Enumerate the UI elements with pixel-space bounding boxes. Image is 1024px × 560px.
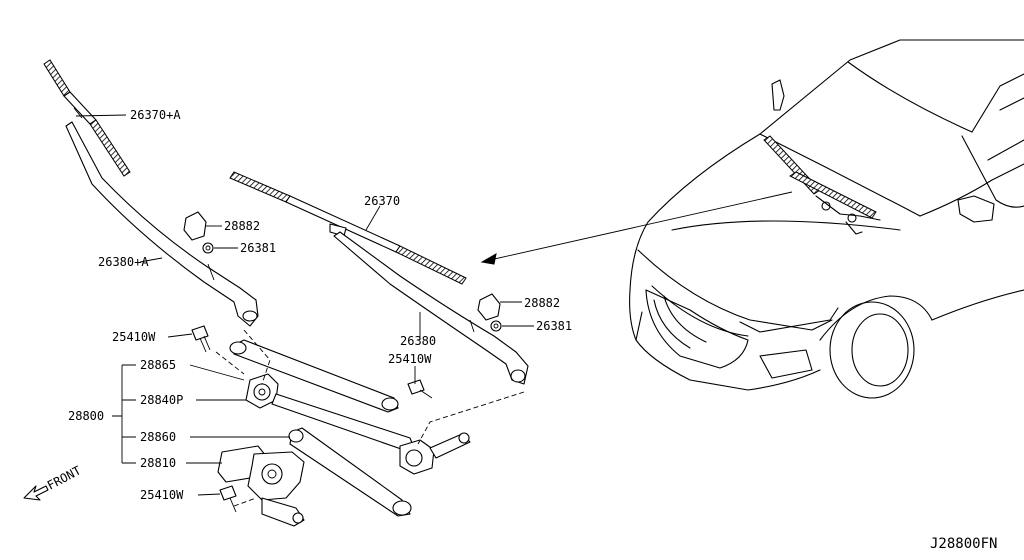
front-arrow-icon xyxy=(23,485,49,501)
bolt-middle[interactable] xyxy=(407,379,433,399)
drive-link-28865[interactable] xyxy=(229,339,399,413)
label-link-28865: 28865 xyxy=(140,358,176,372)
pivot-nut-passenger[interactable] xyxy=(202,242,214,254)
bolt-upper[interactable] xyxy=(191,325,211,353)
label-bolt-lower: 25410W xyxy=(140,488,184,502)
pivot-assembly-driver[interactable] xyxy=(399,432,471,475)
pivot-assembly-28840p[interactable] xyxy=(245,373,415,451)
label-drive-assembly: 28800 xyxy=(68,409,104,423)
callout-arrow xyxy=(480,191,793,265)
label-nut-passenger: 26381 xyxy=(240,241,276,255)
label-motor-28810: 28810 xyxy=(140,456,176,470)
wiper-arm-driver[interactable] xyxy=(333,231,529,385)
wiper-motor-28810[interactable] xyxy=(217,445,305,527)
pivot-cap-driver[interactable] xyxy=(477,293,501,321)
label-nut-driver: 26381 xyxy=(536,319,572,333)
front-label: FRONT xyxy=(45,463,83,492)
label-link-28860: 28860 xyxy=(140,430,176,444)
wiper-blade-passenger[interactable] xyxy=(43,59,131,177)
installation-guide-lines xyxy=(215,329,525,507)
front-direction-indicator: FRONT xyxy=(23,463,83,501)
label-pivot-28840p: 28840P xyxy=(140,393,183,407)
label-bolt-upper: 25410W xyxy=(112,330,156,344)
vehicle-illustration xyxy=(629,39,1024,399)
label-arm-driver: 26380 xyxy=(400,334,436,348)
label-cap-passenger: 28882 xyxy=(224,219,260,233)
label-blade-passenger: 26370+A xyxy=(130,108,181,122)
label-arm-passenger: 26380+A xyxy=(98,255,149,269)
bolt-lower[interactable] xyxy=(219,485,237,513)
wiper-arm-passenger[interactable] xyxy=(65,121,259,327)
drive-link-28860[interactable] xyxy=(288,427,412,517)
label-bolt-middle: 25410W xyxy=(388,352,432,366)
pivot-cap-passenger[interactable] xyxy=(183,211,207,241)
wiper-blade-driver[interactable] xyxy=(229,171,467,285)
label-cap-driver: 28882 xyxy=(524,296,560,310)
leader-lines xyxy=(75,114,534,496)
pivot-nut-driver[interactable] xyxy=(490,320,502,332)
diagram-code: J28800FN xyxy=(930,536,997,552)
label-blade-driver: 26370 xyxy=(364,194,400,208)
